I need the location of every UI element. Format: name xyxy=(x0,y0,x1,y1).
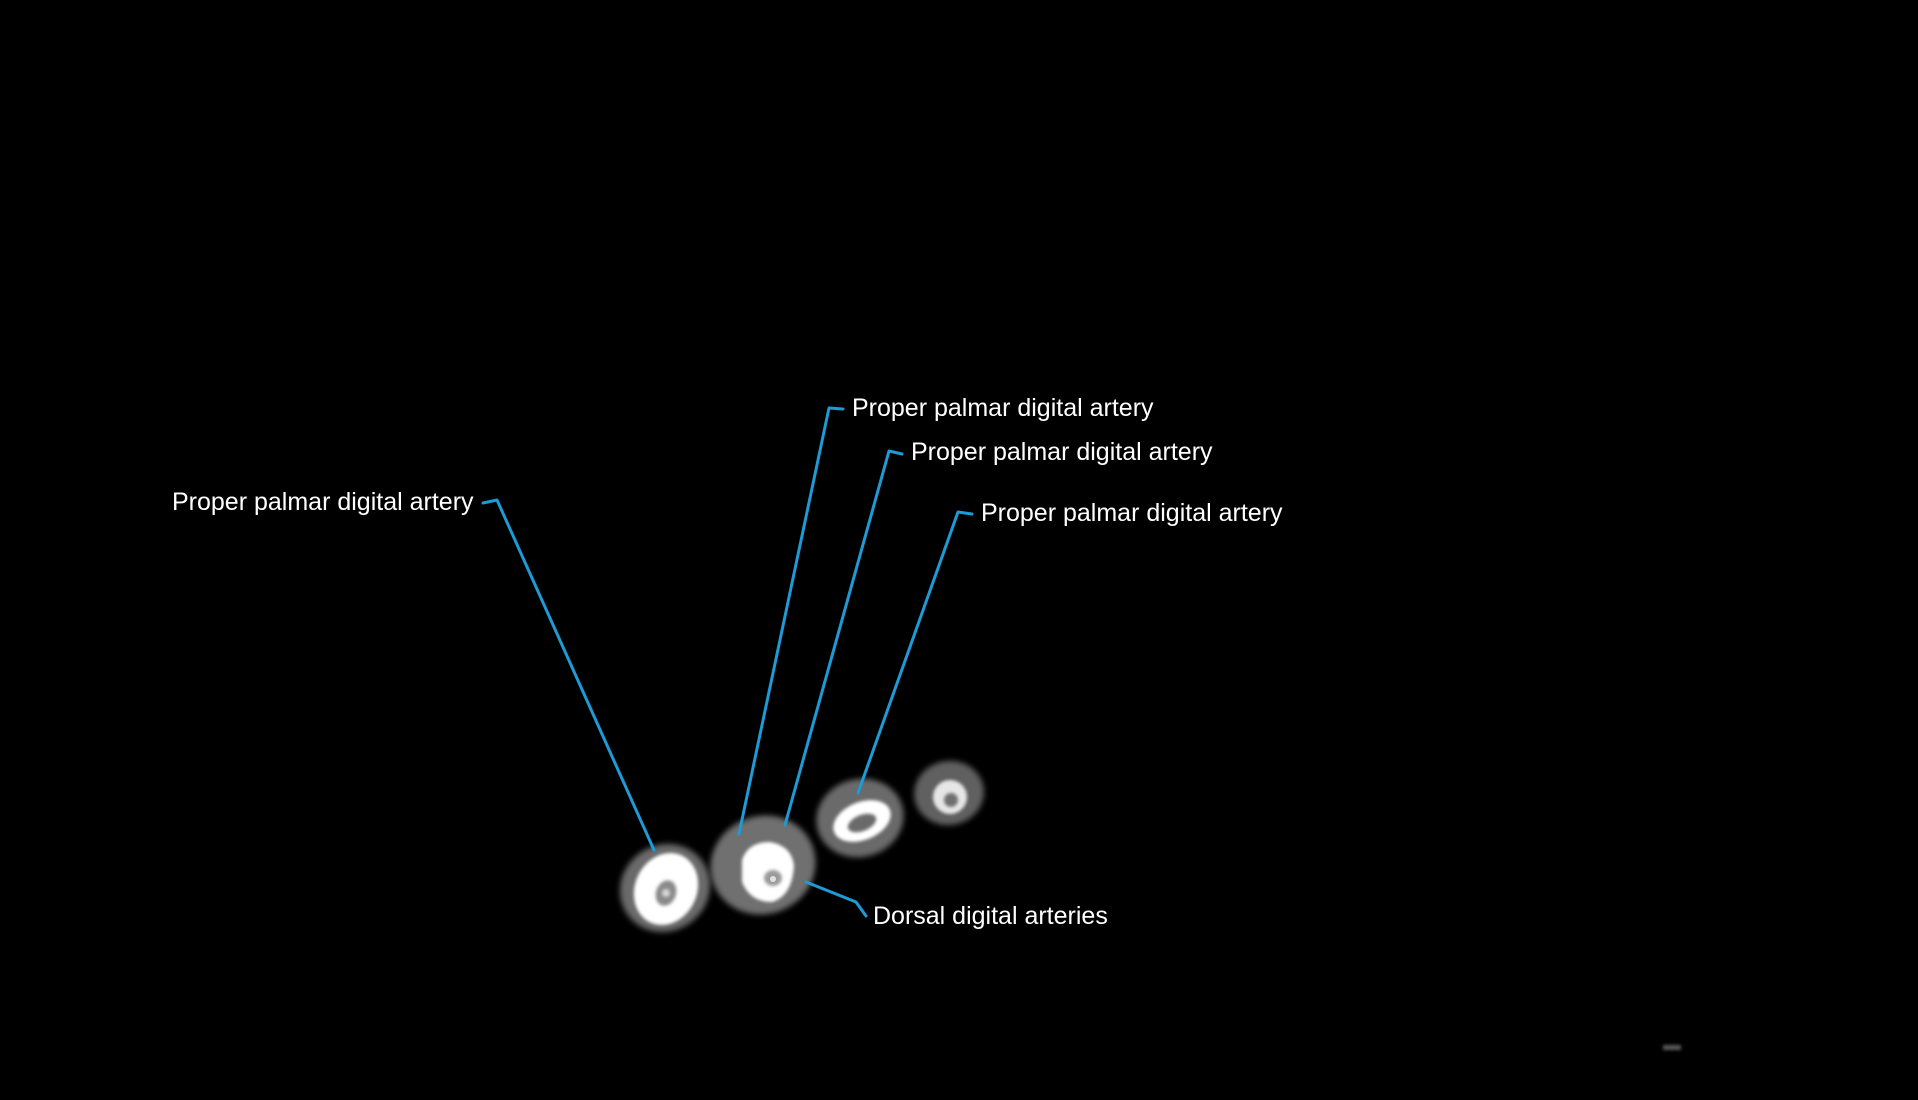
scan-artifact xyxy=(1663,1045,1681,1050)
leader-line-proper-palmar-1 xyxy=(481,498,656,852)
label-proper-palmar-digital-artery-1: Proper palmar digital artery xyxy=(172,488,474,516)
label-proper-palmar-digital-artery-3: Proper palmar digital artery xyxy=(911,438,1213,466)
finger-section-2 xyxy=(710,815,816,915)
leader-line-proper-palmar-2 xyxy=(737,406,845,836)
leader-line-dorsal xyxy=(804,880,868,918)
label-proper-palmar-digital-artery-2: Proper palmar digital artery xyxy=(852,394,1154,422)
finger-section-4 xyxy=(914,760,984,826)
finger-section-3 xyxy=(816,778,904,858)
label-dorsal-digital-arteries: Dorsal digital arteries xyxy=(873,902,1108,930)
label-proper-palmar-digital-artery-4: Proper palmar digital artery xyxy=(981,499,1283,527)
leader-line-proper-palmar-3 xyxy=(783,449,904,827)
leader-line-proper-palmar-4 xyxy=(856,510,974,795)
finger-section-1 xyxy=(619,843,711,933)
